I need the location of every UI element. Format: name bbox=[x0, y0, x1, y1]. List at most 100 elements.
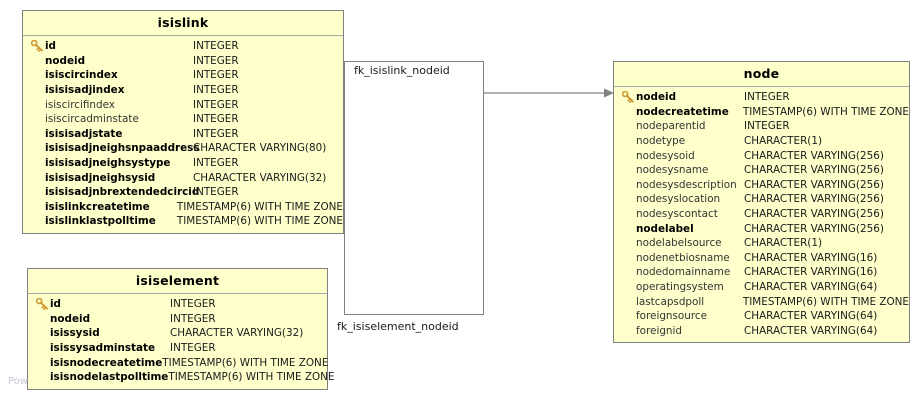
field-row: nodeid INTEGER bbox=[614, 90, 909, 105]
field-icon-slot bbox=[620, 135, 636, 148]
field-icon-slot bbox=[29, 142, 45, 155]
field-icon-slot bbox=[29, 215, 45, 228]
field-type: CHARACTER VARYING(64) bbox=[744, 281, 878, 294]
field-icon-slot bbox=[620, 237, 636, 250]
field-icon-slot bbox=[29, 113, 45, 126]
field-type: TIMESTAMP(6) WITH TIME ZONE bbox=[168, 371, 335, 384]
primary-key-icon-slot bbox=[29, 40, 45, 53]
field-icon-slot bbox=[620, 149, 636, 162]
field-type: CHARACTER VARYING(256) bbox=[744, 149, 884, 162]
field-icon-slot bbox=[29, 84, 45, 97]
field-name: nodetype bbox=[636, 135, 686, 148]
field-name: isisisadjnbrextendedcircid bbox=[45, 186, 200, 199]
field-icon-slot bbox=[29, 186, 45, 199]
field-icon-slot bbox=[620, 193, 636, 206]
field-name: isissysadminstate bbox=[50, 342, 156, 355]
field-icon-slot bbox=[620, 310, 636, 323]
field-type: INTEGER bbox=[193, 69, 239, 82]
entity-title-isiselement: isiselement bbox=[28, 269, 327, 294]
field-icon-slot bbox=[620, 251, 636, 264]
primary-key-icon-slot bbox=[34, 298, 50, 311]
field-name: foreignsource bbox=[636, 310, 708, 323]
field-icon-slot bbox=[620, 120, 636, 133]
field-name: isisisadjneighsnpaaddress bbox=[45, 142, 200, 155]
field-icon-slot bbox=[29, 127, 45, 140]
relationship-route-box bbox=[344, 61, 484, 315]
field-type: INTEGER bbox=[170, 312, 216, 325]
field-icon-slot bbox=[620, 208, 636, 221]
field-type: CHARACTER VARYING(256) bbox=[744, 208, 884, 221]
field-type: CHARACTER VARYING(32) bbox=[170, 327, 304, 340]
field-name: nodelabel bbox=[636, 222, 694, 235]
field-type: INTEGER bbox=[193, 98, 239, 111]
field-name: isisisadjstate bbox=[45, 127, 123, 140]
field-type: CHARACTER VARYING(256) bbox=[744, 178, 884, 191]
primary-key-icon bbox=[30, 40, 43, 53]
field-icon-slot bbox=[34, 312, 50, 325]
field-name: nodesysdescription bbox=[636, 178, 737, 191]
field-name: isislinklastpolltime bbox=[45, 215, 156, 228]
field-name: nodesyslocation bbox=[636, 193, 721, 206]
field-type: CHARACTER VARYING(256) bbox=[744, 193, 884, 206]
field-type: TIMESTAMP(6) WITH TIME ZONE bbox=[176, 200, 343, 213]
field-name: isisnodecreatetime bbox=[50, 356, 163, 369]
field-icon-slot bbox=[29, 98, 45, 111]
field-type: INTEGER bbox=[193, 40, 239, 53]
field-type: CHARACTER VARYING(256) bbox=[744, 222, 884, 235]
field-name: id bbox=[45, 40, 56, 53]
field-name: isisnodelastpolltime bbox=[50, 371, 169, 384]
field-type: CHARACTER(1) bbox=[744, 135, 823, 148]
field-name: isisisadjneighsysid bbox=[45, 171, 156, 184]
primary-key-icon bbox=[621, 91, 634, 104]
field-type: CHARACTER VARYING(64) bbox=[744, 310, 878, 323]
field-icon-slot bbox=[34, 356, 50, 369]
field-type: INTEGER bbox=[744, 120, 790, 133]
field-row: foreignsource CHARACTER VARYING(64) bbox=[614, 309, 909, 324]
field-name: nodelabelsource bbox=[636, 237, 722, 250]
field-name: nodeparentid bbox=[636, 120, 706, 133]
watermark-text: Pow bbox=[8, 376, 28, 387]
field-icon-slot bbox=[620, 222, 636, 235]
field-name: lastcapsdpoll bbox=[636, 295, 705, 308]
field-icon-slot bbox=[620, 324, 636, 337]
field-type: CHARACTER VARYING(80) bbox=[193, 142, 327, 155]
field-name: foreignid bbox=[636, 324, 683, 337]
field-type: INTEGER bbox=[744, 91, 790, 104]
field-icon-slot bbox=[620, 266, 636, 279]
field-name: isisisadjneighsystype bbox=[45, 157, 171, 170]
field-row: nodelabel CHARACTER VARYING(256) bbox=[614, 221, 909, 236]
field-icon-slot bbox=[620, 281, 636, 294]
field-name: isislinkcreatetime bbox=[45, 200, 150, 213]
field-type: INTEGER bbox=[193, 84, 239, 97]
field-icon-slot bbox=[34, 371, 50, 384]
field-row: nodesyslocation CHARACTER VARYING(256) bbox=[614, 192, 909, 207]
field-name: nodeid bbox=[636, 91, 677, 104]
field-name: nodedomainname bbox=[636, 266, 731, 279]
field-type: CHARACTER VARYING(64) bbox=[744, 324, 878, 337]
field-name: nodecreatetime bbox=[636, 105, 729, 118]
field-type: INTEGER bbox=[170, 298, 216, 311]
entity-title-isislink: isislink bbox=[23, 11, 343, 36]
field-icon-slot bbox=[620, 164, 636, 177]
field-type: CHARACTER VARYING(256) bbox=[744, 164, 884, 177]
field-type: TIMESTAMP(6) WITH TIME ZONE bbox=[742, 295, 909, 308]
field-row: isislinkcreatetime TIMESTAMP(6) WITH TIME… bbox=[23, 200, 343, 215]
